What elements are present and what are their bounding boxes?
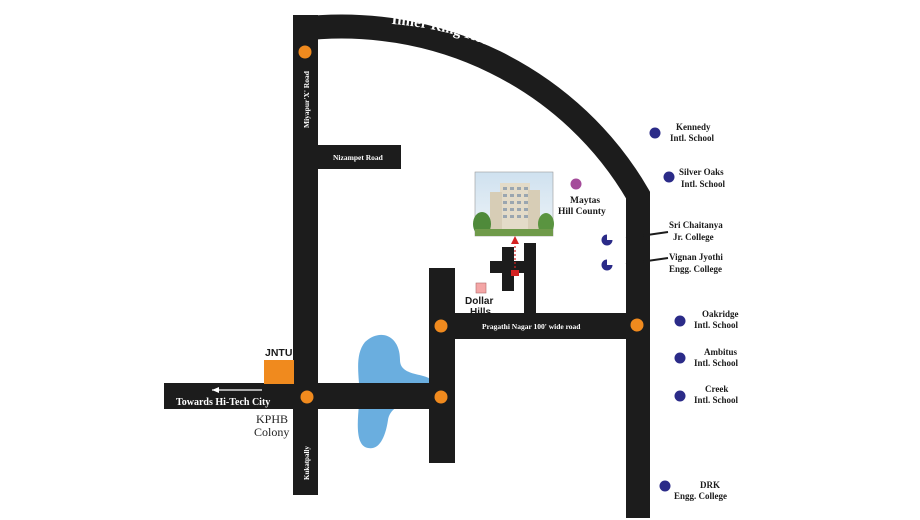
svg-text:Vignan Jyothi: Vignan Jyothi [669,252,723,262]
svg-text:Engg. College: Engg. College [674,491,727,501]
dollar-hills-label-line1: Dollar [465,296,493,307]
school-marker [659,480,671,492]
school-label-creek: Creek Intl. School [694,384,739,405]
svg-text:Oakridge: Oakridge [702,309,739,319]
junction-dot [630,318,644,332]
maytas-marker [570,178,582,190]
school-label-drk: DRK Engg. College [674,480,727,501]
svg-text:Intl. School: Intl. School [694,320,739,330]
maytas-building-image [473,171,554,237]
jntu-label: JNTU [265,347,292,359]
connector-vignan [625,257,669,265]
junction-dot [434,390,448,404]
school-label-ambitus: Ambitus Intl. School [694,347,739,368]
maytas-label-line1: Maytas [570,196,600,206]
school-label-silver-oaks: Silver Oaks Intl. School [679,167,726,189]
junction-dot [434,319,448,333]
svg-text:Intl. School: Intl. School [694,358,739,368]
site-block-horizontal [490,261,526,273]
miyapur-x-road [293,15,318,495]
school-marker [674,315,686,327]
svg-text:Intl. School: Intl. School [670,133,715,143]
school-marker [649,127,661,139]
svg-text:Engg. College: Engg. College [669,264,722,274]
miyapur-road-label: Miyapur'X' Road [302,70,311,128]
dollar-hills-marker [475,282,487,294]
nizampet-road [318,145,401,169]
svg-text:Silver Oaks: Silver Oaks [679,167,724,177]
school-marker [601,259,613,271]
connector-sri-chaitanya [625,231,669,239]
school-label-kennedy: Kennedy Intl. School [670,122,715,143]
maytas-label-line2: Hill County [558,207,606,217]
site-access-road [524,243,536,313]
school-label-sri-chaitanya: Sri Chaitanya Jr. College [669,220,723,242]
svg-text:Kennedy: Kennedy [676,122,711,132]
school-label-oakridge: Oakridge Intl. School [694,309,739,330]
junction-dot [300,390,314,404]
junction-dot [298,45,312,59]
svg-text:Ambitus: Ambitus [704,347,738,357]
middle-vertical-road [429,268,455,463]
jntu-block [264,360,294,384]
dollar-hills-label-line2: Hills [470,307,492,318]
kukatpally-road-label: Kukatpally [303,446,311,480]
kphb-label-line1: KPHB [256,412,288,426]
pragathi-nagar-road [455,313,638,339]
school-marker [663,171,675,183]
school-marker [674,390,686,402]
school-marker [674,352,686,364]
hitech-road-label: Towards Hi-Tech City [176,397,270,408]
inner-ring-road [298,14,650,518]
kphb-label-line2: Colony [254,425,289,439]
svg-text:Sri Chaitanya: Sri Chaitanya [669,220,723,230]
school-marker [601,234,613,246]
svg-text:Jr. College: Jr. College [673,232,714,242]
site-location-arrow [511,236,519,276]
pragathi-road-label: Pragathi Nagar 100' wide road [482,322,581,331]
nizampet-road-label: Nizampet Road [333,153,384,162]
svg-text:Intl. School: Intl. School [694,395,739,405]
svg-text:Intl. School: Intl. School [681,179,726,189]
hitech-arrow [212,387,262,393]
svg-text:Creek: Creek [705,384,728,394]
svg-text:DRK: DRK [700,480,720,490]
school-label-vignan-jyothi: Vignan Jyothi Engg. College [669,252,723,274]
